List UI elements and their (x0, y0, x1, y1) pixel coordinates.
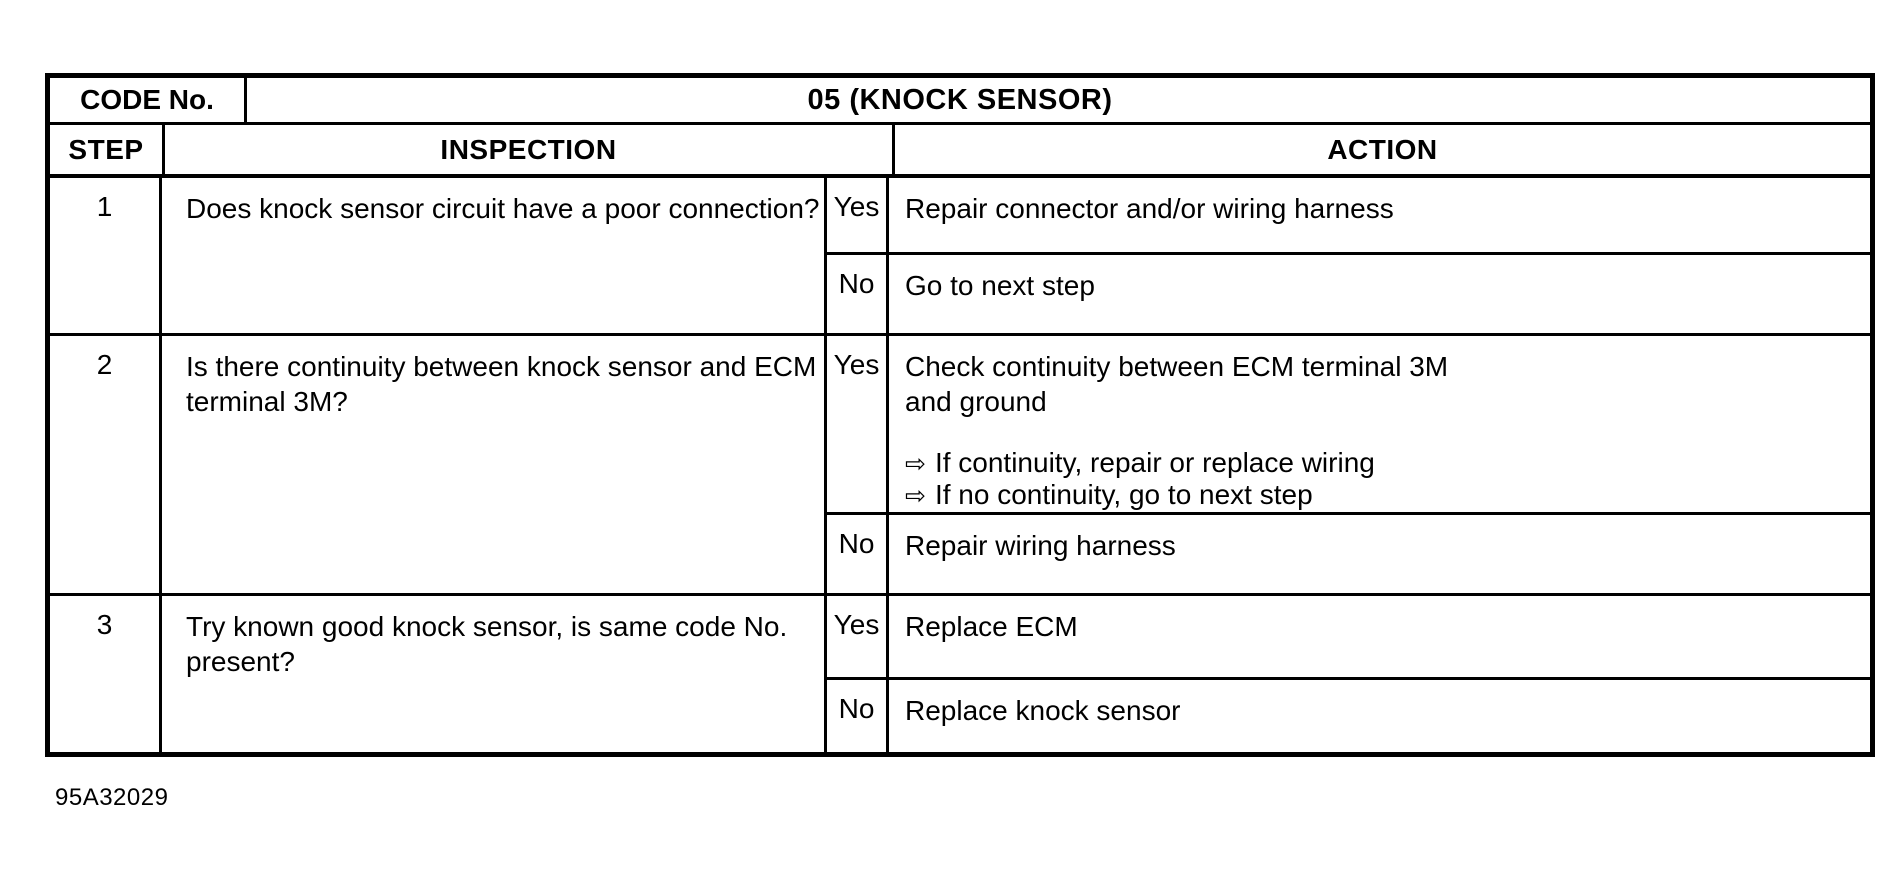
action-text: and ground (905, 386, 1047, 417)
diagnostic-code-table: CODE No. 05 (KNOCK SENSOR) STEP INSPECTI… (45, 73, 1875, 757)
column-header-step: STEP (50, 125, 165, 174)
branch-yes-row: Yes Replace ECM (827, 596, 1870, 680)
column-header-inspection: INSPECTION (165, 125, 895, 174)
action-text: Replace knock sensor (905, 695, 1181, 726)
inspection-text: Does knock sensor circuit have a poor co… (186, 193, 820, 224)
table-row-step-1: 1 Does knock sensor circuit have a poor … (50, 178, 1870, 336)
inspection-text: present? (186, 646, 295, 677)
conditional-action-text: If continuity, repair or replace wiring (934, 447, 1375, 478)
branch-no-row: No Repair wiring harness (827, 515, 1870, 593)
inspection-text: terminal 3M? (186, 386, 348, 417)
answer-cell: Yes (827, 178, 889, 252)
action-text: Check continuity between ECM terminal 3M (905, 351, 1449, 382)
inspection-cell: Is there continuity between knock sensor… (162, 336, 827, 593)
action-cell: Go to next step (889, 255, 1870, 333)
conditional-action: ⇨ If no continuity, go to next step (905, 479, 1870, 511)
action-text: Repair wiring harness (905, 530, 1176, 561)
step-number: 3 (50, 596, 162, 752)
conditional-action: ⇨ If continuity, repair or replace wirin… (905, 447, 1870, 479)
action-cell: Replace knock sensor (889, 680, 1870, 752)
inspection-cell: Does knock sensor circuit have a poor co… (162, 178, 827, 333)
table-row-step-2: 2 Is there continuity between knock sens… (50, 336, 1870, 596)
answer-cell: Yes (827, 596, 889, 677)
action-cell: Replace ECM (889, 596, 1870, 677)
action-text: Replace ECM (905, 611, 1078, 642)
code-value-title: 05 (KNOCK SENSOR) (807, 83, 1113, 116)
table-row-step-3: 3 Try known good knock sensor, is same c… (50, 596, 1870, 752)
arrow-right-icon: ⇨ (905, 481, 926, 510)
inspection-text: Try known good knock sensor, is same cod… (186, 611, 788, 642)
branch-no-row: No Replace knock sensor (827, 680, 1870, 752)
code-header-row: CODE No. 05 (KNOCK SENSOR) (50, 78, 1870, 125)
branch-yes-row: Yes Repair connector and/or wiring harne… (827, 178, 1870, 255)
column-header-row: STEP INSPECTION ACTION (50, 125, 1870, 178)
conditional-action-text: If no continuity, go to next step (934, 479, 1313, 510)
code-label-cell: CODE No. (50, 78, 247, 122)
conditional-actions: ⇨ If continuity, repair or replace wirin… (905, 447, 1870, 511)
answer-cell: No (827, 515, 889, 593)
branch-group: Yes Check continuity between ECM termina… (827, 336, 1870, 593)
column-header-action: ACTION (1327, 133, 1438, 165)
action-text: Repair connector and/or wiring harness (905, 193, 1394, 224)
answer-cell: No (827, 680, 889, 752)
inspection-cell: Try known good knock sensor, is same cod… (162, 596, 827, 752)
action-cell: Repair wiring harness (889, 515, 1870, 593)
branch-group: Yes Replace ECM No Replace knock sensor (827, 596, 1870, 752)
step-number: 2 (50, 336, 162, 593)
step-number: 1 (50, 178, 162, 333)
branch-no-row: No Go to next step (827, 255, 1870, 333)
action-cell: Check continuity between ECM terminal 3M… (889, 336, 1870, 512)
answer-cell: Yes (827, 336, 889, 512)
action-text: Go to next step (905, 270, 1095, 301)
answer-cell: No (827, 255, 889, 333)
branch-yes-row: Yes Check continuity between ECM termina… (827, 336, 1870, 515)
inspection-text: Is there continuity between knock sensor… (186, 351, 817, 382)
branch-group: Yes Repair connector and/or wiring harne… (827, 178, 1870, 333)
action-cell: Repair connector and/or wiring harness (889, 178, 1870, 252)
arrow-right-icon: ⇨ (905, 449, 926, 478)
figure-code: 95A32029 (55, 784, 169, 811)
